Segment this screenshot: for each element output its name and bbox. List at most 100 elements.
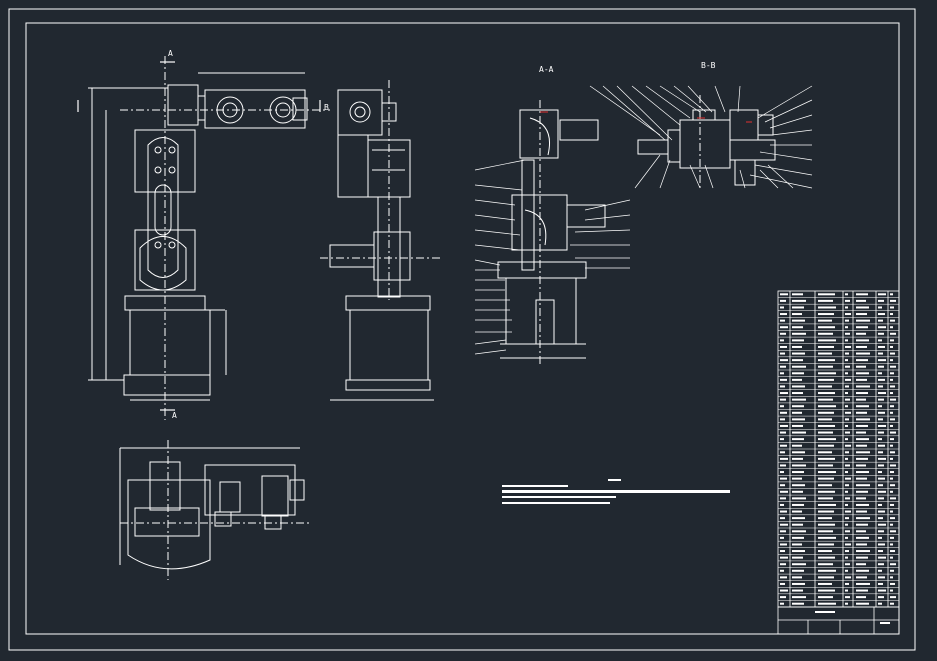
table-cell-text: [792, 438, 804, 441]
table-cell-text: [780, 424, 788, 427]
table-cell-text: [792, 385, 805, 388]
table-cell-text: [878, 550, 883, 553]
table-cell-text: [818, 550, 832, 553]
table-cell-text: [890, 299, 896, 302]
table-cell-text: [792, 372, 804, 375]
table-cell-text: [780, 457, 788, 460]
table-cell-text: [818, 497, 833, 500]
table-cell-text: [890, 484, 895, 487]
table-cell-text: [890, 497, 896, 500]
table-cell-text: [818, 477, 834, 480]
table-cell-text: [890, 510, 893, 513]
view-marker-a-top: A: [168, 49, 173, 58]
table-cell-text: [878, 385, 883, 388]
table-cell-text: [780, 405, 784, 408]
table-cell-text: [890, 313, 893, 316]
table-cell-text: [792, 326, 803, 329]
table-cell-text: [780, 576, 787, 579]
table-cell-text: [878, 510, 885, 513]
table-cell-text: [792, 602, 804, 605]
table-cell-text: [890, 444, 893, 447]
table-cell-text: [845, 497, 850, 500]
table-cell-text: [878, 523, 886, 526]
table-cell-text: [890, 503, 894, 506]
table-cell-text: [780, 582, 785, 585]
table-cell-text: [780, 359, 788, 362]
table-cell-text: [890, 464, 896, 467]
table-cell-text: [878, 293, 886, 296]
table-cell-text: [818, 596, 833, 599]
table-cell-text: [878, 411, 885, 414]
table-cell-text: [780, 444, 787, 447]
table-cell-text: [780, 503, 784, 506]
table-cell-text: [792, 563, 806, 566]
table-cell-text: [792, 411, 802, 414]
table-cell-text: [878, 457, 886, 460]
table-cell-text: [878, 306, 882, 309]
table-cell-text: [890, 517, 895, 520]
table-cell-text: [845, 392, 848, 395]
table-cell-text: [856, 372, 869, 375]
table-cell-text: [878, 471, 882, 474]
table-cell-text: [856, 392, 868, 395]
table-cell-text: [792, 556, 803, 559]
table-cell-text: [878, 359, 886, 362]
table-cell-text: [780, 510, 787, 513]
table-cell-text: [818, 339, 836, 342]
table-cell-text: [780, 477, 787, 480]
technical-notes: [502, 479, 730, 504]
front-view: [88, 56, 330, 420]
table-cell-text: [818, 352, 832, 355]
outer-border: [8, 8, 916, 651]
table-cell-text: [878, 543, 885, 546]
table-cell-text: [818, 326, 835, 329]
table-cell-text: [818, 569, 836, 572]
table-cell-text: [856, 299, 866, 302]
table-cell-text: [818, 536, 836, 539]
table-cell-text: [845, 477, 851, 480]
table-cell-text: [818, 543, 834, 546]
table-cell-text: [856, 293, 868, 296]
table-cell-text: [890, 359, 893, 362]
table-cell-text: [818, 451, 832, 454]
table-cell-text: [845, 319, 849, 322]
table-cell-text: [890, 589, 893, 592]
table-cell-text: [818, 503, 836, 506]
table-cell-text: [792, 431, 806, 434]
table-cell-text: [845, 582, 849, 585]
table-cell-text: [792, 299, 806, 302]
table-cell-text: [890, 411, 893, 414]
table-cell-text: [856, 497, 866, 500]
table-cell-text: [780, 431, 786, 434]
table-cell-text: [890, 451, 895, 454]
table-cell-text: [845, 602, 848, 605]
table-cell-text: [818, 398, 833, 401]
table-cell-text: [780, 326, 788, 329]
table-cell-text: [818, 293, 835, 296]
table-cell-text: [890, 398, 896, 401]
table-cell-text: [845, 563, 850, 566]
table-cell-text: [818, 517, 832, 520]
table-cell-text: [780, 556, 788, 559]
table-cell-text: [818, 392, 835, 395]
table-cell-text: [818, 589, 835, 592]
table-cell-text: [845, 556, 848, 559]
table-cell-text: [780, 490, 788, 493]
table-cell-text: [878, 576, 885, 579]
section-bb: [637, 95, 776, 190]
table-cell-text: [856, 569, 869, 572]
table-cell-text: [878, 319, 883, 322]
red-accents: [540, 111, 752, 123]
table-cell-text: [818, 582, 832, 585]
table-cell-text: [818, 306, 836, 309]
table-cell-text: [792, 418, 805, 421]
table-cell-text: [856, 510, 867, 513]
table-cell-text: [856, 352, 870, 355]
table-cell-text: [878, 563, 884, 566]
table-cell-text: [792, 339, 804, 342]
table-cell-text: [818, 523, 835, 526]
table-cell-text: [818, 424, 835, 427]
table-cell-text: [845, 484, 849, 487]
table-cell-text: [792, 365, 806, 368]
table-cell-text: [878, 398, 884, 401]
